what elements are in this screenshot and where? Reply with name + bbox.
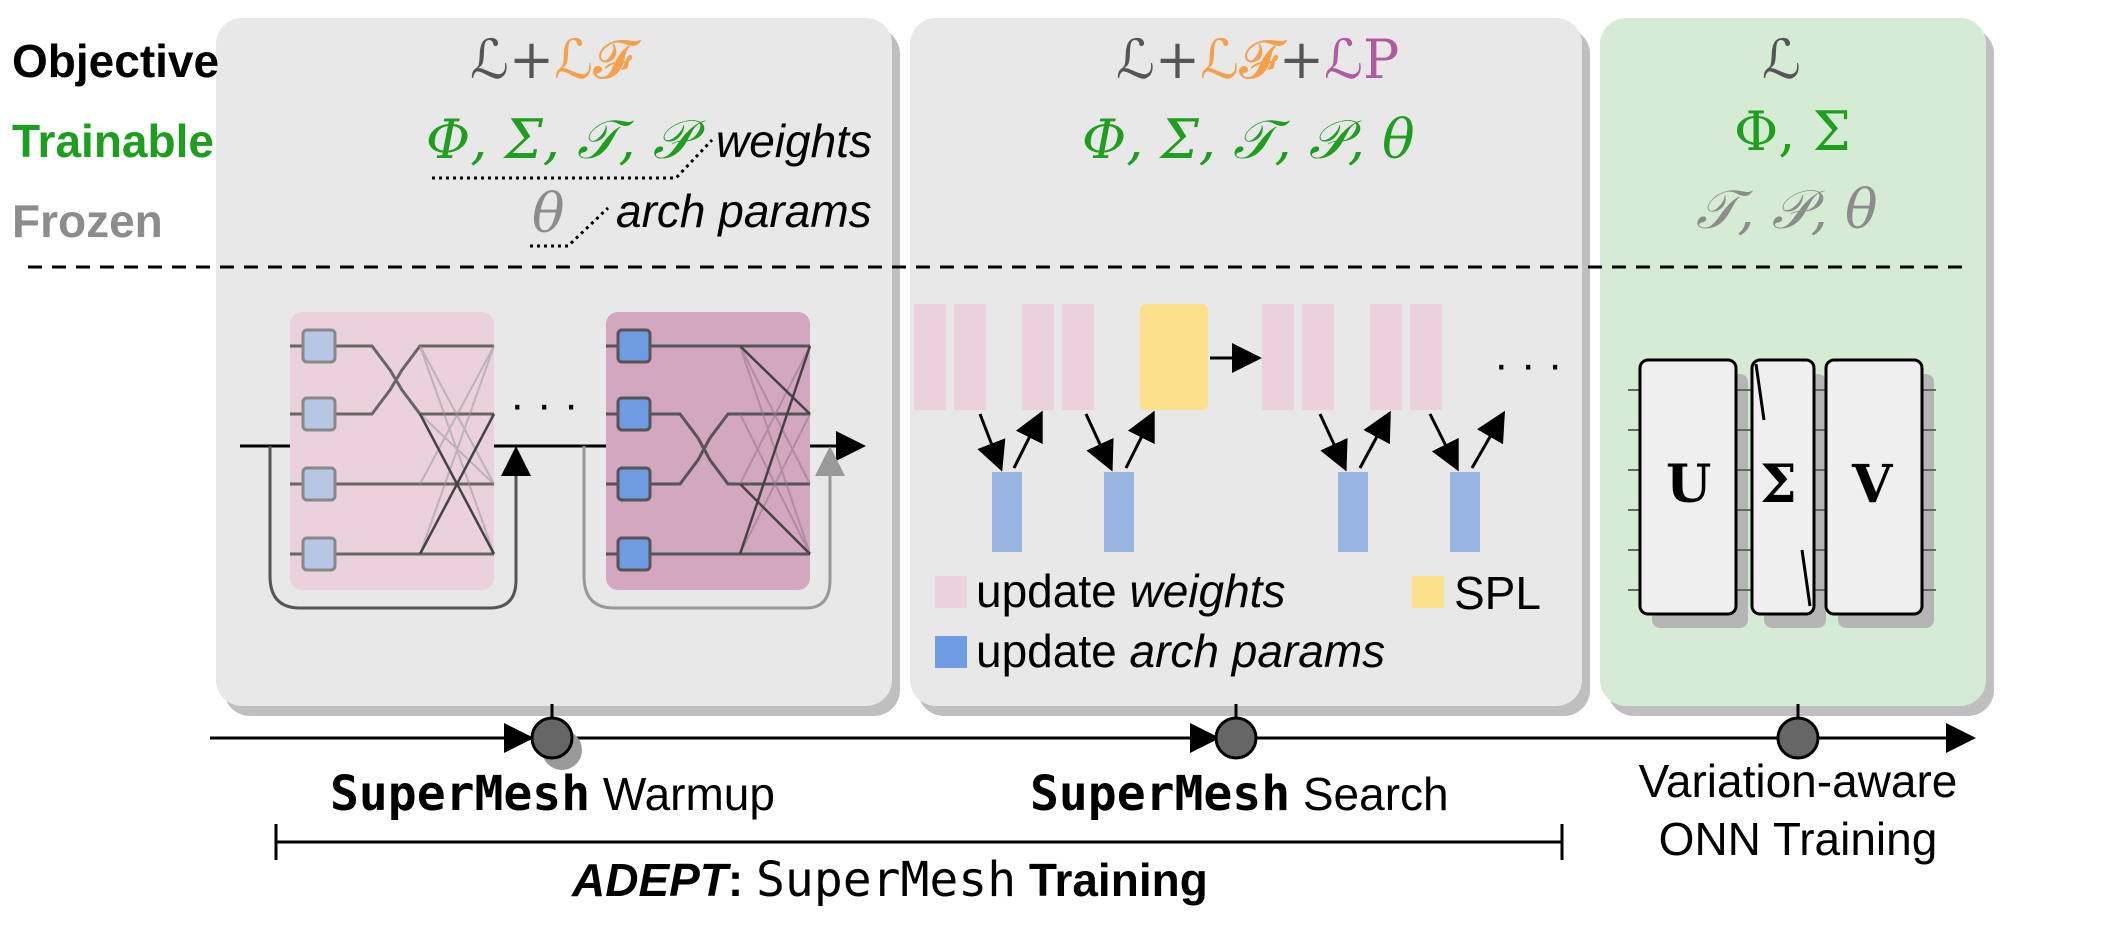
- weights-pointer: [432, 138, 714, 180]
- search-milestone: [1214, 716, 1258, 760]
- onn-trainable-params: Φ, Σ: [1734, 100, 1851, 163]
- legend-spl-label: SPL: [1454, 567, 1541, 619]
- onn-milestone: [1776, 716, 1820, 760]
- frozen-row-label: Frozen: [12, 195, 163, 247]
- search-objective: ℒ+ℒ𝓕+ℒP: [1116, 28, 1400, 91]
- u-matrix-block: [1638, 358, 1738, 616]
- supermesh-block-2: [606, 312, 812, 590]
- training-bracket: [274, 824, 1564, 860]
- warmup-objective: ℒ+ℒ𝓕: [470, 28, 633, 91]
- warmup-trainable-params: Φ, Σ, 𝒯, 𝒫: [426, 108, 692, 171]
- search-diagram: [914, 304, 1505, 668]
- trainable-row-label: Trainable: [12, 115, 214, 167]
- warmup-milestone: [530, 716, 574, 760]
- timeline: [210, 704, 1976, 770]
- u-label: U: [1666, 454, 1712, 515]
- legend-arch-swatch: [935, 636, 967, 668]
- objective-row-label: Objective: [12, 35, 220, 87]
- legend-weights-label: update weights: [976, 565, 1286, 617]
- sigma-label: Σ: [1760, 454, 1797, 515]
- search-stage-label: SuperMesh Search: [1030, 766, 1449, 822]
- weights-note: weights: [716, 115, 872, 167]
- onn-objective: ℒ: [1762, 28, 1801, 91]
- search-trainable-params: Φ, Σ, 𝒯, 𝒫, θ: [1082, 108, 1415, 171]
- adept-training-label: ADEPT: SuperMesh Training: [572, 852, 1208, 908]
- legend-spl-swatch: [1412, 576, 1444, 608]
- onn-stage-label: Variation-aware ONN Training: [1638, 755, 1958, 865]
- legend-arch-label: update arch params: [976, 625, 1386, 677]
- warmup-frozen-params: θ: [532, 182, 565, 245]
- v-matrix-block: [1824, 358, 1924, 616]
- search-ellipsis: · · ·: [1494, 340, 1563, 389]
- arch-params-note: arch params: [616, 185, 872, 237]
- v-label: V: [1852, 454, 1893, 515]
- warmup-flow: [240, 431, 866, 610]
- mesh-ellipsis: · · ·: [510, 380, 579, 429]
- usv-blocks: [1628, 358, 1936, 628]
- sigma-matrix-block: [1750, 358, 1816, 616]
- warmup-stage-label: SuperMesh Warmup: [330, 766, 775, 822]
- legend-weights-swatch: [935, 576, 967, 608]
- onn-frozen-params: 𝒯, 𝒫, θ: [1696, 178, 1878, 241]
- arch-pointer: [530, 206, 610, 248]
- supermesh-block-1: [290, 312, 496, 590]
